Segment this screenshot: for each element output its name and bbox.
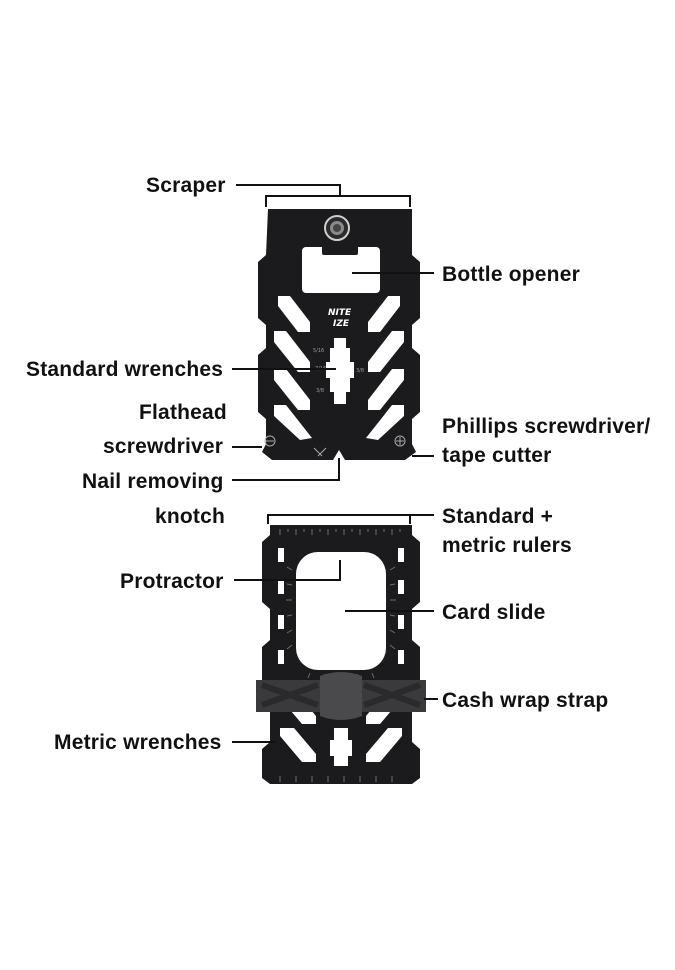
label-card-slide: Card slide	[442, 601, 546, 624]
card-slide-window	[296, 552, 386, 670]
label-flathead-line2: screwdriver	[103, 435, 223, 458]
bottle-opener-slot	[302, 247, 380, 293]
label-standard-wrenches: Standard wrenches	[26, 358, 223, 381]
label-rulers-line2: metric rulers	[442, 534, 572, 557]
ruler-top	[279, 529, 401, 535]
left-slots	[274, 296, 312, 440]
phillips-symbol-icon	[394, 435, 406, 447]
bottle-cap-icon	[324, 215, 350, 241]
label-metric-wrenches: Metric wrenches	[54, 731, 222, 754]
right-slots	[366, 296, 404, 440]
label-nail-line1: Nail removing	[82, 470, 223, 493]
svg-text:3/8: 3/8	[356, 368, 364, 374]
label-nail-line2: knotch	[155, 505, 225, 528]
labels: Scraper Bottle opener Standard wrenches …	[26, 174, 650, 754]
metric-tool-card	[256, 525, 426, 784]
nite-ize-logo: NITE IZE	[328, 308, 352, 329]
label-cash-wrap-strap: Cash wrap strap	[442, 689, 608, 712]
side-slots	[278, 548, 404, 664]
svg-text:3/8: 3/8	[316, 388, 324, 394]
label-flathead-line1: Flathead	[139, 401, 227, 424]
label-phillips-line1: Phillips screwdriver/	[442, 415, 650, 438]
label-protractor: Protractor	[120, 570, 224, 593]
label-bottle-opener: Bottle opener	[442, 263, 580, 286]
leader-lines	[232, 184, 438, 743]
standard-tool-card: NITE IZE 5/16 7/16 3/8 3/8	[258, 209, 420, 460]
svg-text:5/16: 5/16	[313, 348, 324, 354]
svg-text:NITE: NITE	[328, 308, 352, 318]
label-scraper: Scraper	[146, 174, 226, 197]
svg-text:IZE: IZE	[333, 319, 350, 329]
metric-wrench-slot	[330, 728, 352, 766]
standard-wrench-slot	[326, 338, 354, 404]
flathead-symbol-icon	[264, 435, 276, 447]
label-phillips-line2: tape cutter	[442, 444, 552, 467]
cash-wrap-strap	[256, 672, 426, 720]
label-rulers-line1: Standard +	[442, 505, 553, 528]
ruler-bottom	[279, 776, 393, 782]
